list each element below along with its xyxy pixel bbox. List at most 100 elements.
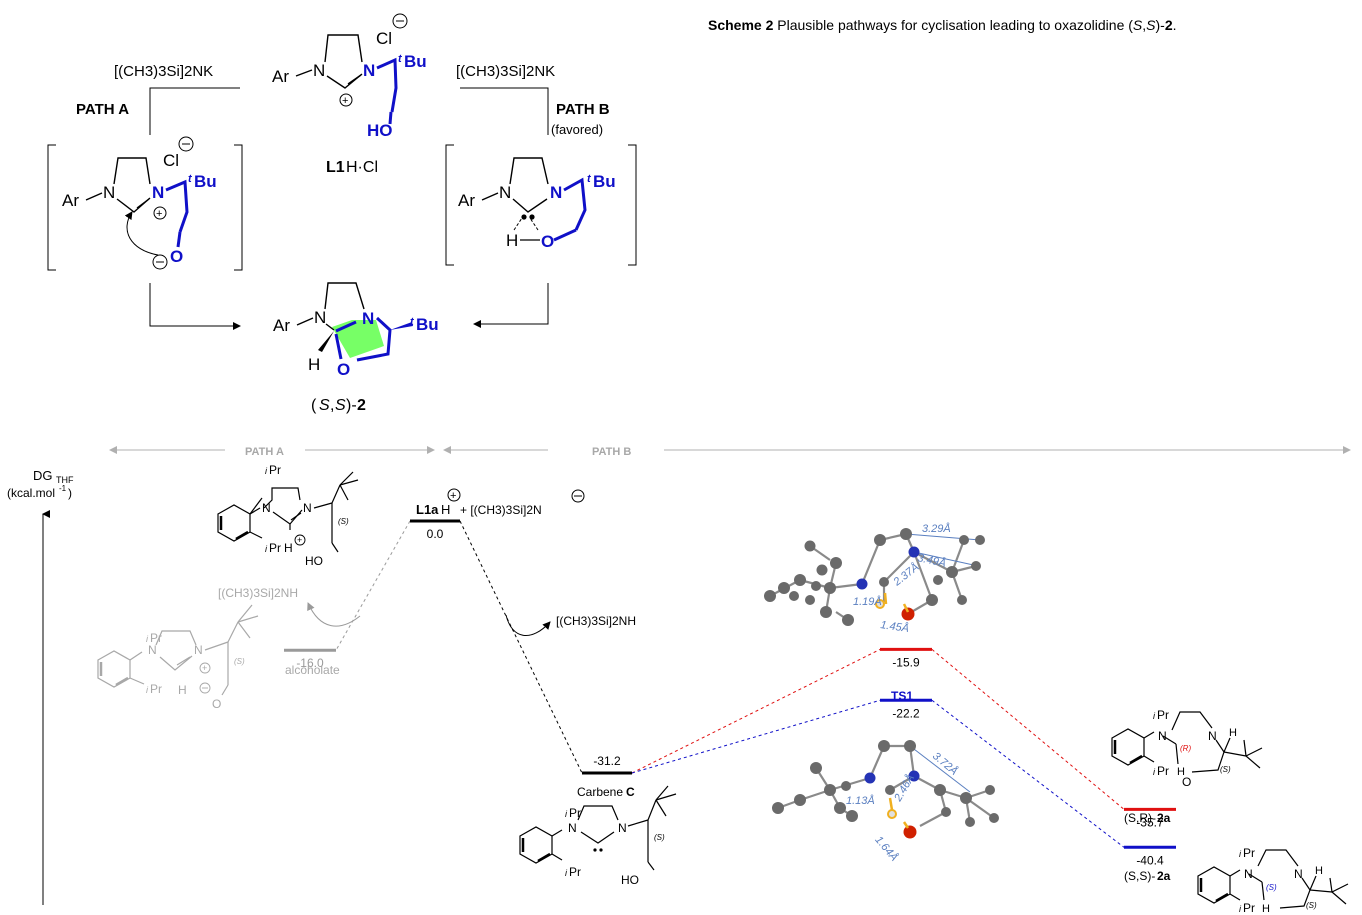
carbene-hbond-intermediate: Ar N N t Bu O H: [445, 144, 637, 266]
caption-comma: ,: [1142, 17, 1147, 33]
dist-bot-4: 1.64Å: [872, 833, 900, 863]
axis-label: DG: [33, 468, 53, 483]
structure-sr-2a: [1111, 711, 1263, 773]
hmds-label-1: [(CH3)3Si]2NH: [218, 586, 298, 600]
structure-l1ah: [217, 471, 359, 553]
prod-ss-label: (S,S)-: [1124, 869, 1155, 883]
svg-text:i: i: [565, 809, 568, 819]
carbene-label-bold: C: [626, 785, 635, 799]
level-value-1: -16.0: [296, 656, 324, 670]
carbene-label: Carbene: [577, 785, 623, 799]
svg-text:Ar: Ar: [458, 191, 475, 210]
svg-text:Pr: Pr: [269, 541, 281, 555]
reaction-scheme: PATH A PATH B (favored) [(CH3)3Si]2NK [(…: [47, 13, 637, 414]
level-value-0: 0.0: [427, 527, 444, 541]
svg-text:H: H: [506, 231, 518, 250]
svg-text:i: i: [265, 544, 268, 554]
prod-sr-label: (S,R)-: [1124, 811, 1156, 825]
svg-text:O: O: [170, 247, 183, 266]
path-band: PATH A PATH B: [109, 446, 1351, 458]
svg-text:(R): (R): [1180, 744, 1191, 753]
svg-text:N: N: [1294, 867, 1303, 881]
prod-ss-label-bold: 2a: [1157, 869, 1171, 883]
svg-text:Cl: Cl: [163, 151, 179, 170]
svg-text:t: t: [410, 316, 415, 328]
svg-text:i: i: [1239, 849, 1242, 859]
svg-text:N: N: [1208, 729, 1217, 743]
path-b-favored: (favored): [551, 122, 603, 137]
svg-text:N: N: [303, 501, 312, 515]
svg-text:H: H: [1262, 903, 1270, 915]
level-value-2: -31.2: [593, 754, 621, 768]
svg-text:HO: HO: [621, 873, 639, 887]
structure-ss-2a: [1197, 849, 1349, 909]
dist-top-1: 3.29Å: [922, 522, 951, 535]
structure-alcoholate: [97, 604, 259, 696]
imidazolinium-salt: Ar N + N t Bu HO Cl L1 H·Cl: [272, 13, 427, 176]
path-a-connector: [149, 87, 240, 135]
dist-bot-3: 1.13Å: [846, 794, 875, 807]
svg-text:(S): (S): [1306, 901, 1317, 910]
svg-text:Pr: Pr: [269, 463, 281, 477]
start-plus: + [(CH3)3Si]2N: [460, 503, 542, 517]
svg-text:Ar: Ar: [273, 316, 290, 335]
svg-text:Pr: Pr: [569, 806, 581, 820]
level-value-4: -22.2: [892, 706, 920, 720]
caption-stereo-1: S: [1132, 17, 1143, 33]
svg-text:O: O: [541, 232, 554, 251]
connector-1: [459, 520, 583, 774]
svg-text:H: H: [284, 541, 293, 555]
svg-text:i: i: [146, 685, 149, 695]
svg-text:i: i: [146, 634, 149, 644]
svg-text:Pr: Pr: [1243, 901, 1255, 915]
svg-text:H: H: [178, 683, 187, 697]
svg-text:N: N: [499, 183, 511, 202]
svg-text:(S): (S): [1220, 765, 1231, 774]
dist-top-4: 1.19Å: [853, 595, 882, 608]
scheme-caption: Scheme 2 Plausible pathways for cyclisat…: [708, 17, 1177, 33]
svg-text:(S): (S): [338, 517, 349, 526]
connector-3: [631, 699, 881, 774]
svg-text:N: N: [148, 643, 157, 657]
path-b-arrow: [473, 283, 549, 328]
svg-text:N: N: [103, 183, 115, 202]
svg-text:HO: HO: [305, 554, 323, 568]
start-label-bold: L1a: [416, 502, 439, 517]
axis-label-sub: THF: [56, 475, 74, 485]
svg-text:): ): [68, 486, 72, 500]
connector-0: [335, 520, 411, 651]
svg-text:i: i: [1153, 711, 1156, 721]
oxazolidine-product: Ar N H N t Bu O S ( , S )- 2: [273, 282, 439, 414]
svg-text:O: O: [212, 697, 221, 711]
level-value-3: -15.9: [892, 655, 920, 669]
svg-text:+: +: [297, 535, 302, 545]
salt-n2: N: [363, 61, 375, 80]
start-label-rest: H: [441, 502, 450, 517]
dist-top-5: 1.45Å: [880, 618, 910, 635]
svg-text:(: (: [311, 397, 317, 414]
svg-text:(S): (S): [654, 833, 665, 842]
caption-end: .: [1172, 17, 1177, 33]
energy-diagram: DG THF (kcal.mol -1 ) 0.0 -16.0 -31.2 -15.9…: [7, 463, 1349, 915]
svg-text:N: N: [1158, 729, 1167, 743]
dist-top-3: 2.37Å: [890, 560, 921, 589]
band-path-b: PATH B: [592, 446, 631, 458]
svg-text:+: +: [450, 490, 456, 502]
product-label-bold: 2: [357, 397, 366, 414]
svg-text:N: N: [618, 821, 627, 835]
svg-text:Bu: Bu: [416, 315, 439, 334]
band-path-a: PATH A: [245, 446, 284, 458]
hmds-label-2: [(CH3)3Si]2NH: [556, 614, 636, 628]
dist-top-2: 3.49Å: [916, 551, 947, 570]
svg-text:-1: -1: [59, 484, 67, 493]
product-label-b: S: [335, 397, 346, 414]
axis-unit: (kcal.mol: [7, 486, 55, 500]
svg-text:N: N: [194, 643, 203, 657]
svg-text:i: i: [265, 466, 268, 476]
caption-label: Scheme 2: [708, 17, 774, 33]
path-a-arrow: [149, 283, 241, 330]
svg-text:(S): (S): [234, 657, 245, 666]
svg-text:i: i: [1239, 904, 1242, 914]
level-value-5: -35.7: [1136, 815, 1164, 829]
